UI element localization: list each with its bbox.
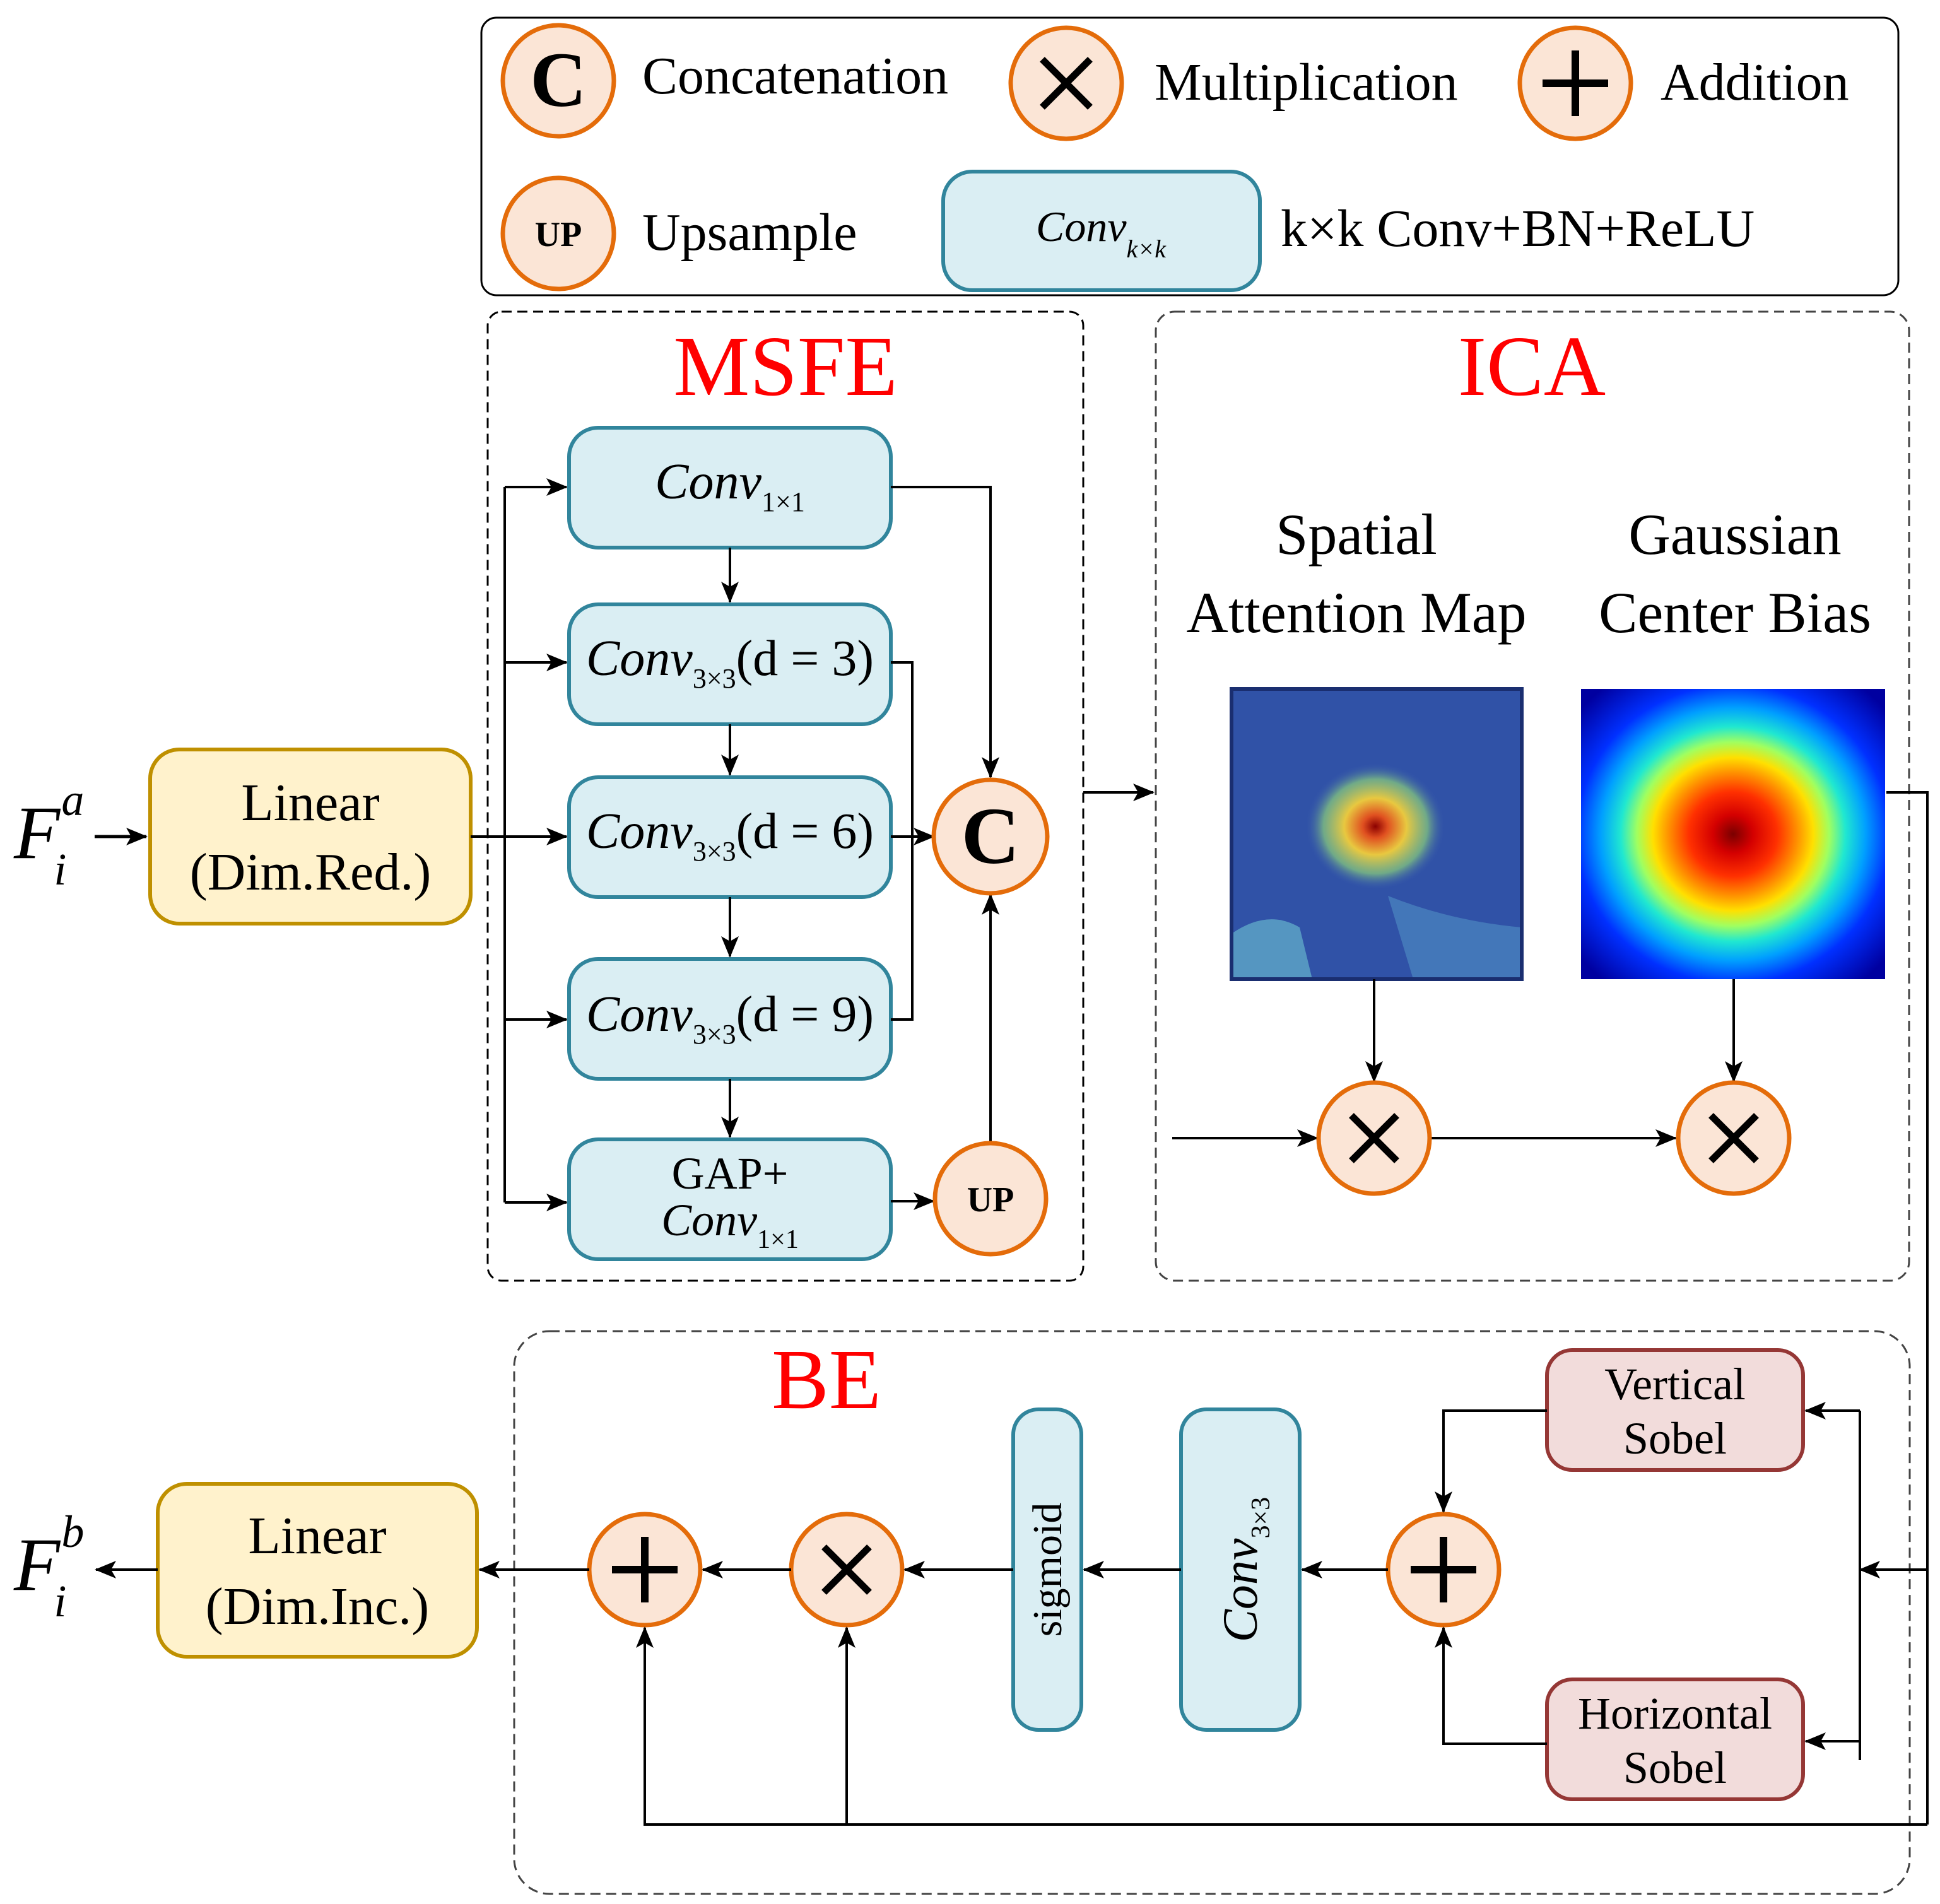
svg-text:GAP+: GAP+: [672, 1148, 789, 1199]
ica-title: ICA: [1458, 319, 1606, 414]
sigmoid-block: sigmoid: [1011, 1407, 1083, 1732]
be-multiply-op: [789, 1512, 905, 1628]
ica-connectors: [1172, 791, 1929, 1825]
svg-text:Conv1×1: Conv1×1: [661, 1195, 799, 1254]
legend-conv-sub: k×k: [1127, 235, 1167, 263]
ica-multiply-op-2: [1676, 1080, 1792, 1196]
svg-text:Conv3×3(d = 3): Conv3×3(d = 3): [586, 631, 874, 694]
svg-text:(Dim.Red.): (Dim.Red.): [190, 843, 432, 902]
svg-text:Linear: Linear: [248, 1507, 386, 1565]
spatial-attention-label-2: Attention Map: [1186, 580, 1526, 645]
be-frame: [513, 1330, 1911, 1895]
conv-3x3-d6-block: Conv3×3(d = 6): [567, 775, 893, 899]
linear-dim-red-block: Linear (Dim.Red.): [148, 748, 473, 926]
be-add-op-left: [587, 1512, 703, 1628]
legend-conv-base: Conv: [1036, 203, 1127, 250]
msfe-input-connectors: [471, 478, 568, 1211]
svg-text:Linear: Linear: [241, 773, 379, 832]
legend-conv-block: Convk×k: [941, 170, 1262, 292]
msfe-frame: [486, 310, 1085, 1282]
legend-concat-icon: C: [500, 23, 616, 139]
ica-multiply-op-1: [1316, 1080, 1432, 1196]
be-title: BE: [772, 1332, 881, 1427]
svg-text:Sobel: Sobel: [1623, 1742, 1727, 1793]
msfe-upsample-op: UP: [932, 1141, 1049, 1257]
svg-text:Convk×k: Convk×k: [1036, 203, 1167, 263]
gap-conv-1x1-block: GAP+ Conv1×1: [567, 1137, 893, 1261]
conv-3x3-d3-block: Conv3×3(d = 3): [567, 602, 893, 726]
svg-text:(Dim.Inc.): (Dim.Inc.): [206, 1577, 430, 1636]
legend-add-label: Addition: [1661, 53, 1849, 112]
be-add-op-right: [1385, 1512, 1502, 1628]
legend-up-label: Upsample: [642, 203, 857, 262]
legend-conv-desc: k×k Conv+BN+ReLU: [1281, 199, 1755, 258]
msfe-title: MSFE: [673, 319, 897, 414]
vertical-sobel-block: Vertical Sobel: [1545, 1348, 1805, 1472]
conv-3x3-d9-block: Conv3×3(d = 9): [567, 957, 893, 1081]
legend-mult-label: Multiplication: [1155, 53, 1458, 112]
legend-upsample-icon: UP: [500, 175, 616, 291]
svg-text:sigmoid: sigmoid: [1025, 1503, 1071, 1637]
legend-add-icon: [1517, 25, 1633, 141]
gaussian-center-bias-image: [1581, 689, 1885, 979]
legend-concat-symbol: C: [530, 37, 587, 123]
svg-text:Conv3×3(d = 9): Conv3×3(d = 9): [586, 987, 874, 1050]
msfe-output-connectors: [891, 486, 999, 1210]
gaussian-bias-label-2: Center Bias: [1599, 580, 1871, 645]
svg-text:Conv3×3: Conv3×3: [1213, 1497, 1276, 1642]
be-connectors: [95, 1402, 1927, 1826]
horizontal-sobel-block: Horizontal Sobel: [1545, 1678, 1805, 1801]
input-feature-label: Fia: [13, 775, 84, 895]
conv-3x3-be-block: Conv3×3: [1179, 1407, 1302, 1732]
svg-text:Sobel: Sobel: [1623, 1413, 1727, 1464]
conv-1x1-block: Conv1×1: [567, 426, 893, 549]
legend-up-symbol: UP: [535, 215, 582, 254]
legend: C Concatenation Multiplication Addition …: [480, 16, 1900, 297]
spatial-attention-label-1: Spatial: [1276, 502, 1437, 567]
svg-text:Horizontal: Horizontal: [1578, 1688, 1772, 1739]
svg-text:Conv1×1: Conv1×1: [655, 454, 805, 517]
svg-text:Conv3×3(d = 6): Conv3×3(d = 6): [586, 804, 874, 867]
legend-concat-label: Concatenation: [642, 47, 948, 105]
spatial-attention-map-image: [1230, 687, 1524, 981]
legend-multiply-icon: [1008, 25, 1124, 141]
svg-text:C: C: [961, 791, 1020, 881]
msfe-concat-op: C: [931, 777, 1050, 896]
svg-text:Vertical: Vertical: [1604, 1359, 1746, 1409]
svg-text:UP: UP: [967, 1180, 1014, 1219]
linear-dim-inc-block: Linear (Dim.Inc.): [156, 1482, 479, 1659]
output-feature-label: Fib: [13, 1507, 84, 1626]
gaussian-bias-label-1: Gaussian: [1628, 502, 1841, 567]
